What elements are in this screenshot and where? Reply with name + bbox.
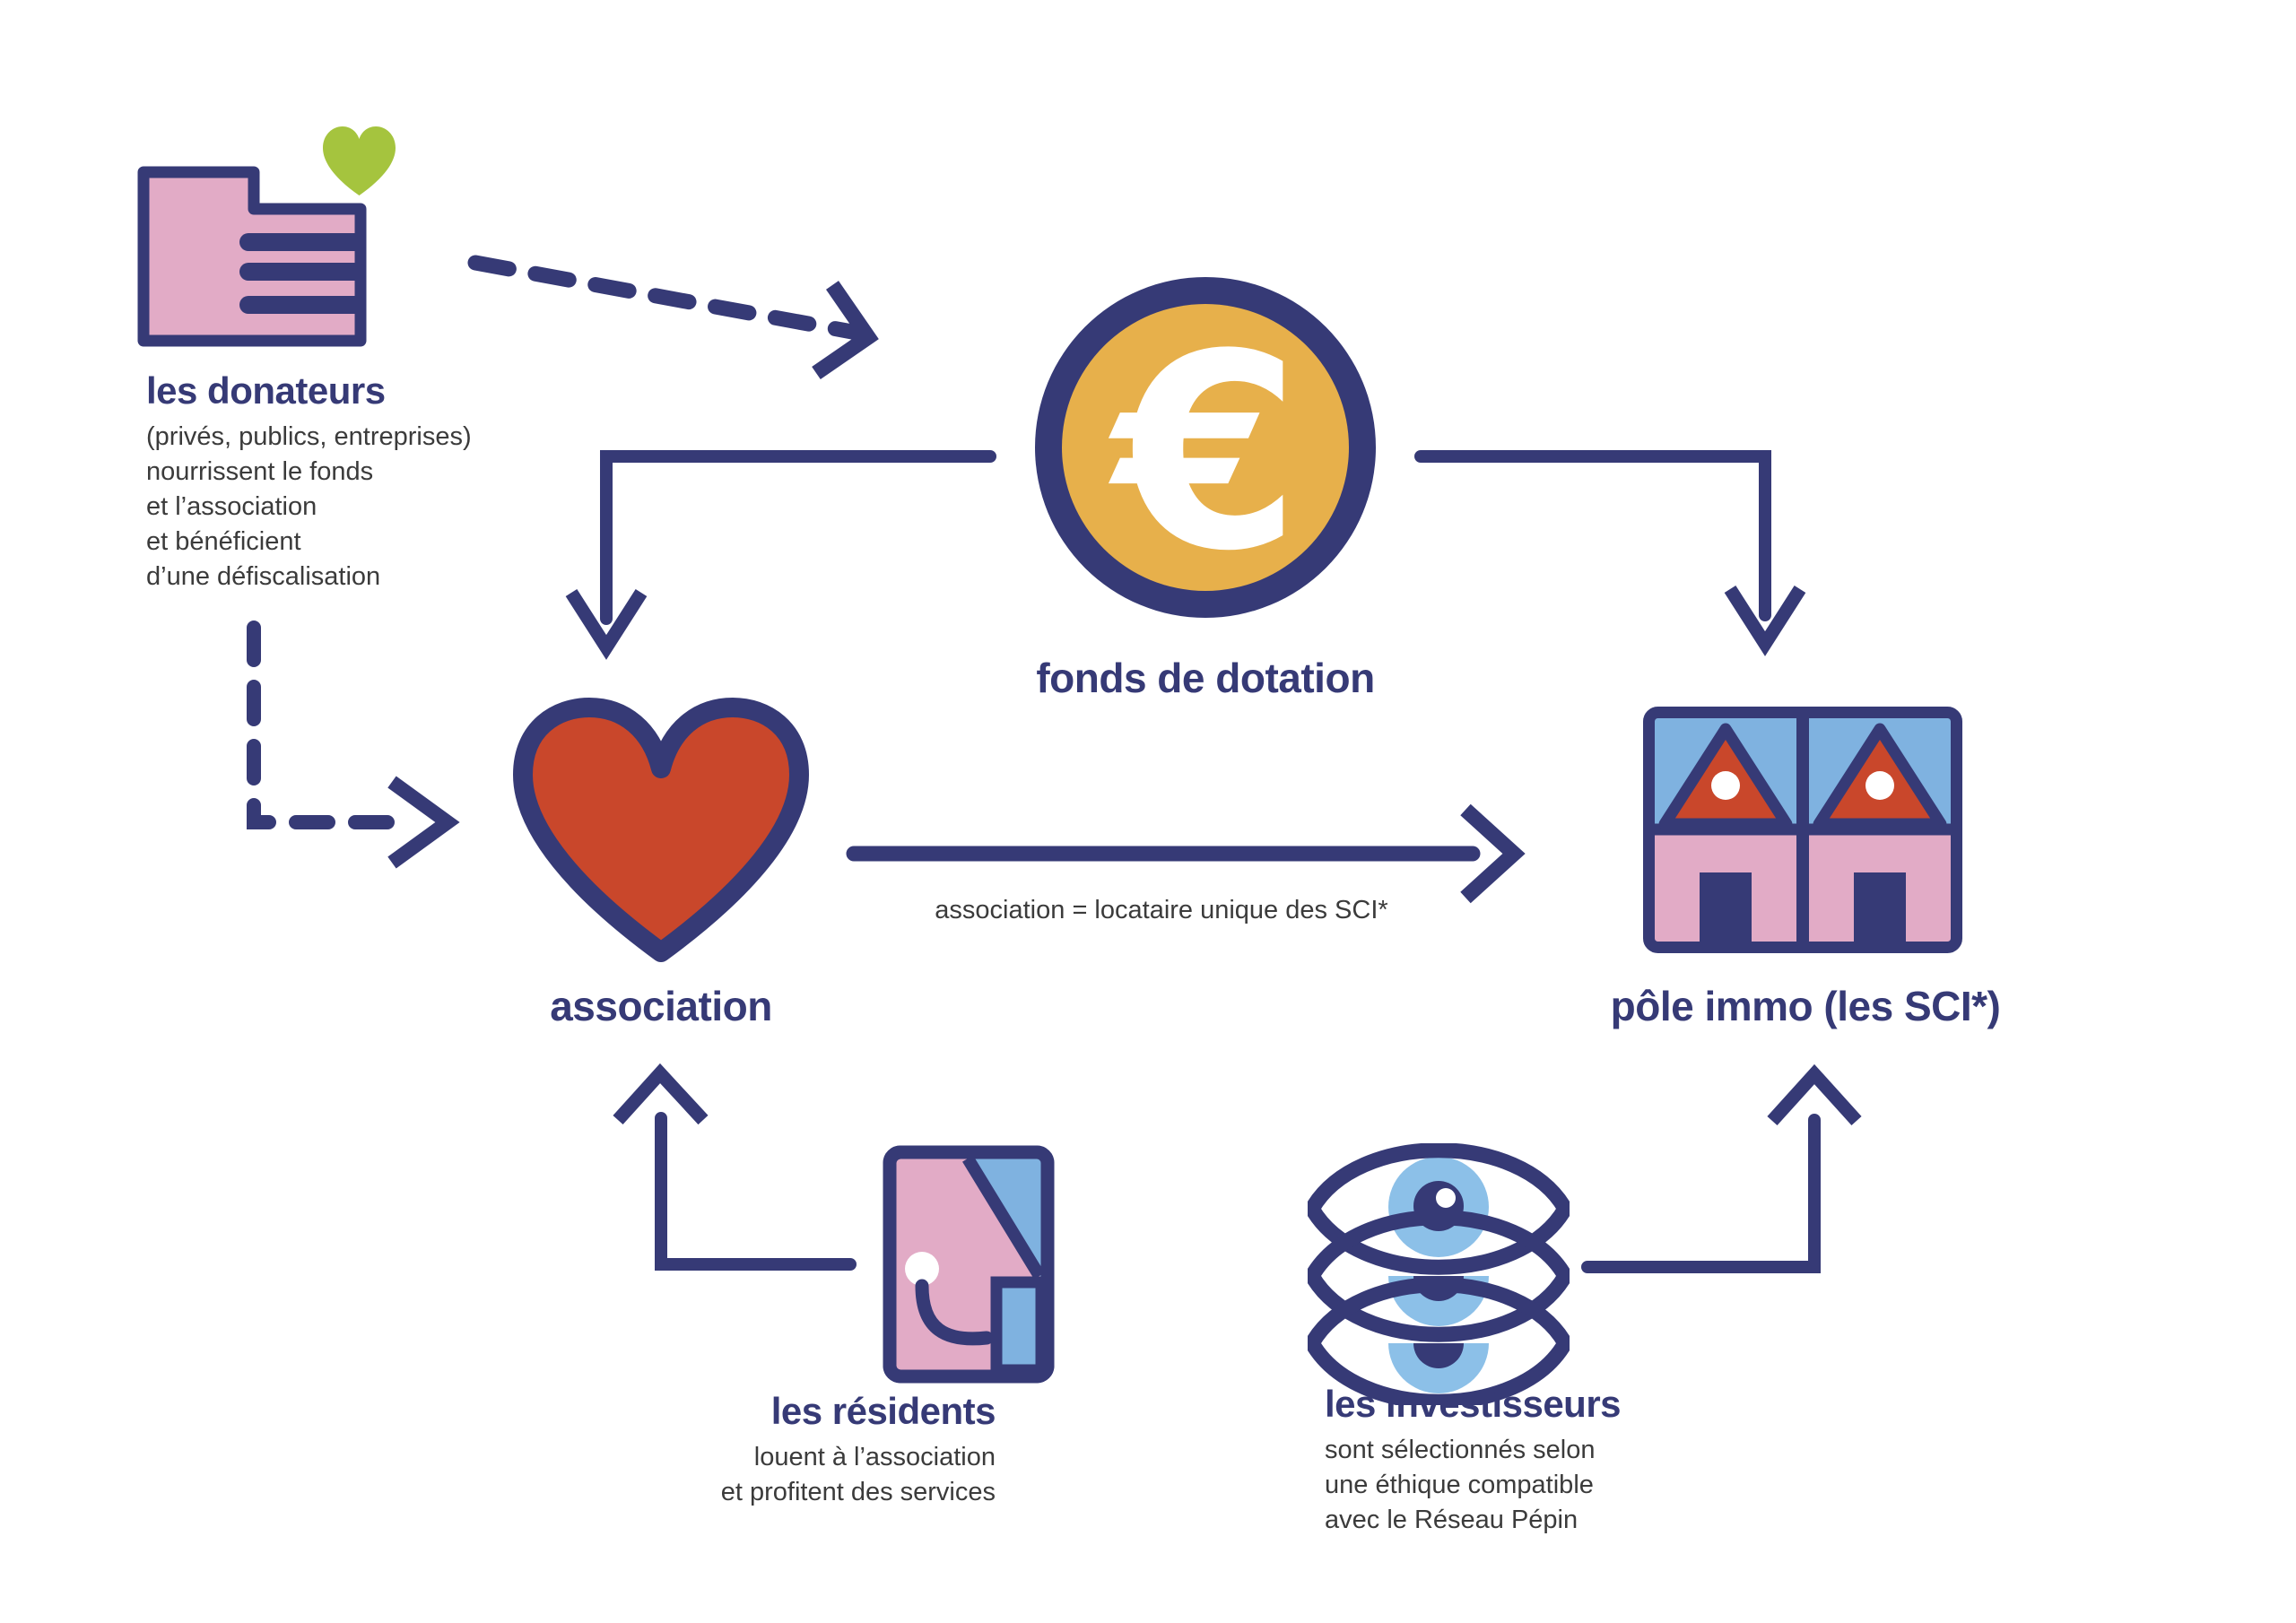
donateurs-title: les donateurs [146, 369, 386, 412]
edge-investisseurs-to-pole-immo [1581, 1063, 1862, 1273]
residents-title: les résidents [770, 1390, 996, 1432]
association-label-block: association [392, 985, 930, 1028]
association-title: association [550, 983, 772, 1029]
euro-coin-icon: € [1035, 277, 1376, 618]
arrowhead-icon [1767, 1063, 1862, 1126]
edge-fonds-to-association [565, 450, 996, 660]
eye-dot [905, 1252, 939, 1286]
heart-icon [513, 698, 809, 962]
edge-association-to-pole-immo [846, 803, 1526, 904]
edge-donateurs-to-association [247, 621, 460, 869]
round-window-right [1866, 771, 1894, 800]
pole-immo-label-block: pôle immo (les SCI*) [1536, 985, 2074, 1028]
eye-outline-middle [1308, 1210, 1570, 1342]
smile-curve [915, 1279, 994, 1346]
association-locataire-edge-label: association = locataire unique des SCI* [935, 896, 1388, 924]
arrowhead-icon [1724, 585, 1806, 656]
investisseurs-description: sont sélectionnés selon une éthique comp… [1325, 1436, 1596, 1534]
sky-lower-block [990, 1276, 1048, 1376]
donor-folder-shape [137, 166, 367, 347]
small-green-heart-icon [323, 126, 396, 195]
edge-fonds-to-pole-immo [1414, 450, 1806, 656]
residents-description: louent à l’association et profitent des … [720, 1443, 996, 1506]
arrowhead-icon [613, 1063, 709, 1125]
stacked-eyes-icon [1308, 1143, 1570, 1405]
round-window-left [1711, 771, 1740, 800]
residents-label-block: les résidents louent à l’association et … [637, 1390, 996, 1510]
edge-residents-to-association [613, 1063, 857, 1271]
donateurs-description: (privés, publics, entreprises) nourrisse… [146, 422, 472, 591]
donateurs-label-block: les donateurs (privés, publics, entrepri… [146, 369, 613, 595]
edge-donateurs-to-fonds [467, 255, 879, 379]
glint-top [1436, 1188, 1456, 1208]
fonds-label-block: fonds de dotation [936, 656, 1474, 699]
investisseurs-title: les investisseurs [1325, 1383, 1622, 1425]
arrowhead-icon [387, 776, 460, 869]
door-right [1854, 872, 1906, 942]
donor-folder-with-heart-icon [137, 126, 396, 347]
profile-forehead-line [962, 1155, 1045, 1280]
fonds-title: fonds de dotation [1036, 655, 1375, 701]
arrowhead-icon [565, 588, 648, 660]
resident-face-icon [883, 1145, 1055, 1384]
eye-outline-bottom [1308, 1277, 1570, 1405]
twin-houses-icon [1643, 707, 1962, 953]
euro-symbol: € [1105, 297, 1300, 610]
investisseurs-label-block: les investisseurs sont sélectionnés selo… [1325, 1383, 1791, 1538]
door-left [1700, 872, 1752, 942]
eye-outline-top [1308, 1143, 1570, 1275]
arrowhead-icon [812, 281, 879, 379]
houses-border [1643, 707, 1962, 953]
arrowhead-icon [1460, 803, 1526, 904]
pole-immo-title: pôle immo (les SCI*) [1610, 983, 2001, 1029]
